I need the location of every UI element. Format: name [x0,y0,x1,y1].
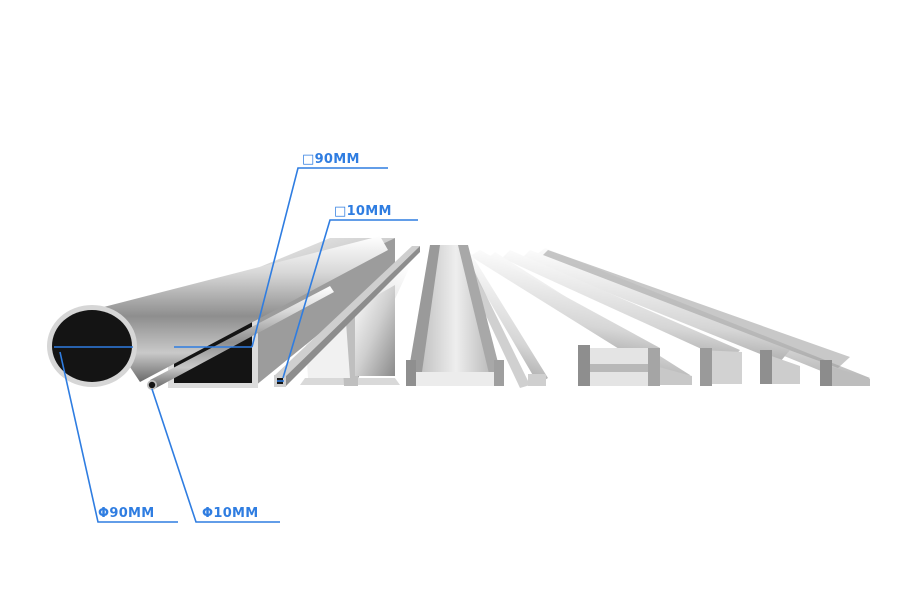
angle-mid-icon [502,250,742,386]
u-channel-icon [406,245,504,386]
square-large-label: □90MM [302,152,360,167]
square-small-label: □10MM [334,204,392,219]
round-small-label: Φ10MM [202,506,259,521]
small-angle-icon [522,250,800,384]
h-beam-icon [470,250,660,386]
small-round-rod-icon [147,286,334,390]
dimension-lines [54,167,418,523]
round-large-label: Φ90MM [98,506,155,521]
